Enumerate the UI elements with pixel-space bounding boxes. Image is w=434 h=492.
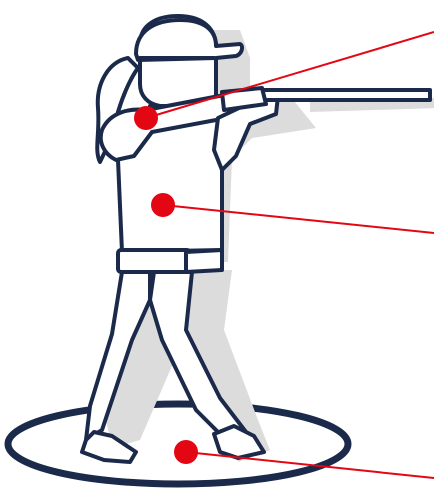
- shoulder-marker: [134, 106, 158, 130]
- stance-marker: [174, 440, 198, 464]
- gun-barrel: [250, 90, 430, 100]
- belt: [118, 250, 190, 272]
- torso-marker: [151, 193, 175, 217]
- gun-stock: [222, 88, 266, 110]
